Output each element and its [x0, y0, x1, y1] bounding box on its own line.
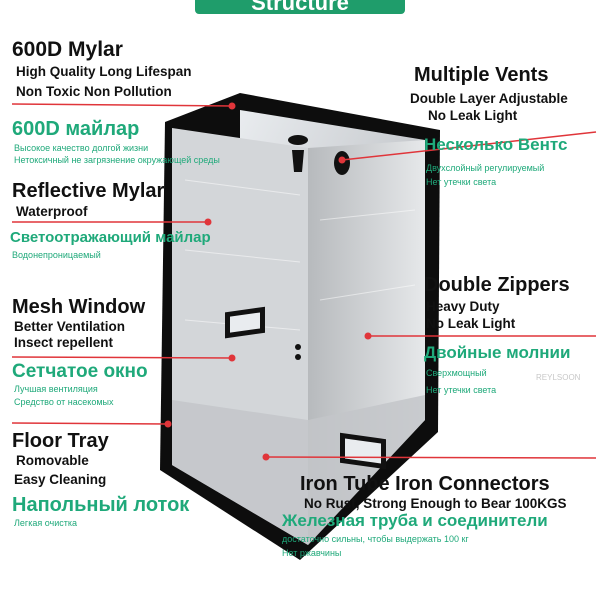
zippers-ru2: Нет утечки света: [426, 385, 497, 395]
iron-ru1: достаточно сильны, чтобы выдержать 100 к…: [282, 534, 469, 544]
floor-ru-title: Напольный лоток: [12, 494, 190, 516]
reflective-ru1: Водонепроницаемый: [12, 250, 101, 260]
vent-sleeve: [292, 150, 304, 172]
callout-iron: [265, 456, 597, 459]
mylar-ru2: Нетоксичный не загрязнение окружающей ср…: [14, 155, 220, 165]
watermark: REYLSOON: [536, 373, 581, 382]
mesh-sub2: Insect repellent: [14, 335, 114, 350]
reflective-ru-title: Светоотражающий майлар: [10, 229, 211, 246]
zippers-ru-title: Двойные молнии: [424, 343, 571, 362]
vents-sub1: Double Layer Adjustable: [410, 91, 568, 106]
vents-ru2: Нет утечки света: [426, 177, 497, 187]
top-vent: [288, 135, 308, 145]
floor-sub1: Romovable: [16, 453, 89, 468]
zippers-ru1: Сверхмощный: [426, 368, 487, 378]
mesh-ru1: Лучшая вентиляция: [14, 384, 98, 394]
zippers-sub2: No Leak Light: [426, 316, 516, 331]
iron-sub1: No Rust, Strong Enough to Bear 100KGS: [304, 496, 567, 511]
mylar-ru-title: 600D майлар: [12, 118, 140, 140]
structure-banner: Structure: [195, 0, 405, 14]
reflective-sub1: Waterproof: [16, 204, 88, 219]
floor-ru1: Легкая очистка: [14, 518, 77, 528]
mesh-sub1: Better Ventilation: [14, 319, 126, 334]
callout-vents: [341, 131, 597, 161]
callout-mylar: [11, 103, 233, 107]
floor-sub2: Easy Cleaning: [14, 472, 107, 487]
iron-ru2: Нет ржавчины: [282, 548, 342, 558]
mylar-sub1: High Quality Long Lifespan: [16, 64, 192, 79]
floor-tray: [172, 395, 425, 545]
iron-ru-title: Железная труба и соединители: [282, 511, 548, 530]
zippers-title: Double Zippers: [424, 274, 570, 296]
callout-mesh: [11, 356, 233, 359]
banner-title: Structure: [251, 0, 349, 14]
vents-ru-title: Несколько Вентс: [424, 135, 568, 154]
mesh-ru-title: Сетчатое окно: [12, 361, 148, 382]
iron-title: Iron Tube Iron Connectors: [300, 473, 550, 495]
mylar-title: 600D Mylar: [12, 38, 123, 61]
floor-title: Floor Tray: [12, 430, 109, 452]
zippers-sub1: Heavy Duty: [426, 299, 500, 314]
vents-ru1: Двухслойный регулируемый: [426, 163, 545, 173]
vents-sub2: No Leak Light: [428, 108, 518, 123]
mylar-sub2: Non Toxic Non Pollution: [16, 84, 172, 99]
vents-title: Multiple Vents: [414, 64, 549, 86]
mesh-ru2: Средство от насекомых: [14, 397, 114, 407]
mesh-title: Mesh Window: [12, 296, 146, 318]
callout-floor: [11, 422, 169, 425]
reflective-title: Reflective Mylar: [12, 180, 165, 202]
mylar-ru1: Высокое качество долгой жизни: [14, 143, 149, 153]
